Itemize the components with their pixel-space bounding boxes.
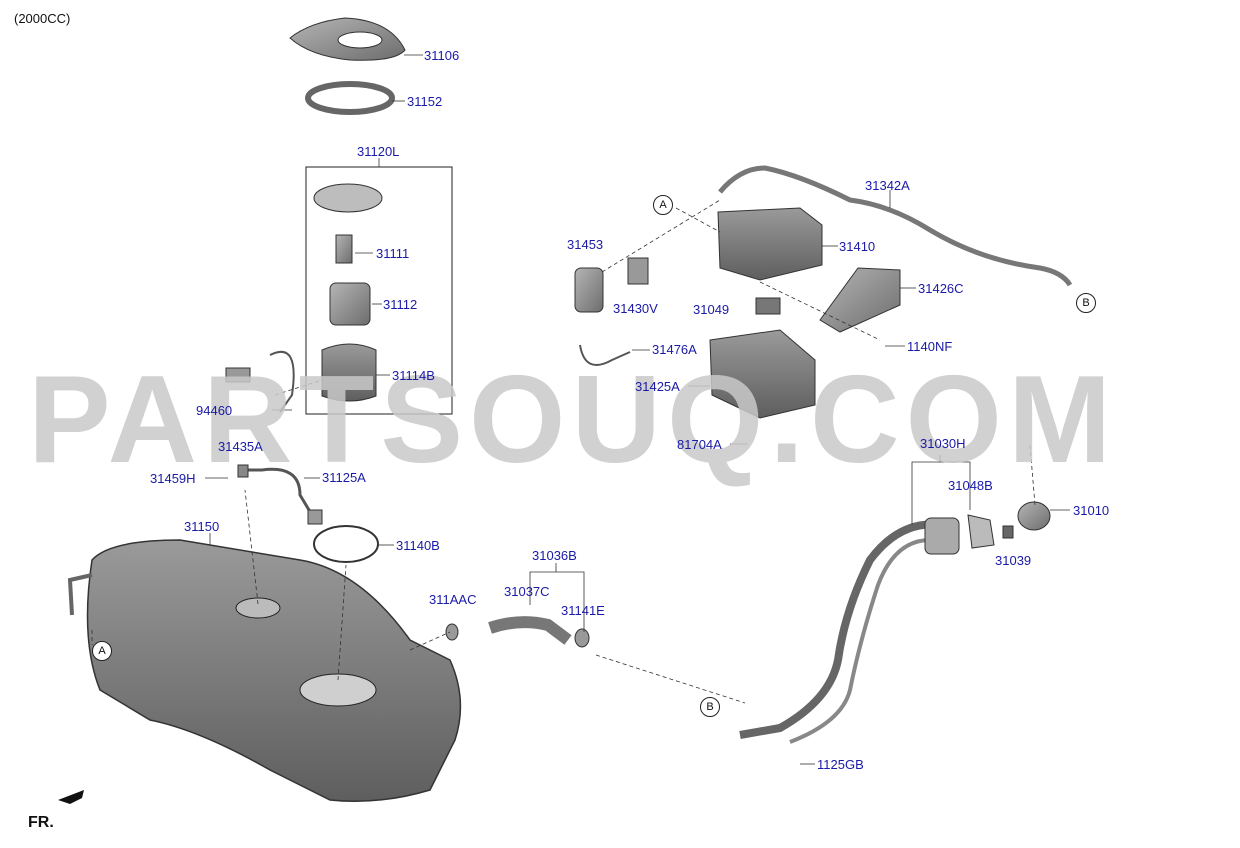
part-31049-label[interactable]: 31049 xyxy=(693,302,730,317)
part-31125a-label[interactable]: 31125A xyxy=(322,470,366,485)
part-31410-label[interactable]: 31410 xyxy=(839,239,876,254)
part-94460-label[interactable]: 94460 xyxy=(196,403,233,418)
cover-plate-shape xyxy=(289,17,406,61)
front-direction-label: FR. xyxy=(28,814,54,831)
pump-flange-shape xyxy=(313,183,383,213)
vent-hose-shape xyxy=(718,165,1073,287)
ref-marker-a-canister: A xyxy=(653,195,673,215)
ref-marker-a-tank: A xyxy=(92,641,112,661)
part-1140nf-label[interactable]: 1140NF xyxy=(907,339,953,354)
part-31426c-label[interactable]: 31426C xyxy=(918,281,964,296)
part-31106-label[interactable]: 31106 xyxy=(424,48,460,63)
part-31120l-label[interactable]: 31120L xyxy=(357,144,400,159)
filler-neck-shape xyxy=(739,520,941,739)
part-31010-label[interactable]: 31010 xyxy=(1073,503,1110,518)
part-311aac-label[interactable]: 311AAC xyxy=(429,592,477,607)
fuel-tank-shape xyxy=(86,539,462,802)
lock-ring-shape xyxy=(305,81,395,115)
filler-hose-shape xyxy=(488,616,572,645)
part-31141e-label[interactable]: 31141E xyxy=(561,603,605,618)
engine-label: (2000CC) xyxy=(14,11,71,26)
fuel-filter-shape xyxy=(335,234,353,264)
part-31342a-label[interactable]: 31342A xyxy=(865,178,910,193)
pump-motor-shape xyxy=(329,282,371,326)
part-31030h-label[interactable]: 31030H xyxy=(920,436,966,451)
part-31112-label[interactable]: 31112 xyxy=(383,297,418,312)
part-31114b-label[interactable]: 31114B xyxy=(392,368,435,383)
part-31459h-label[interactable]: 31459H xyxy=(150,471,196,486)
pump-reservoir-shape xyxy=(321,343,377,402)
front-arrow-icon xyxy=(58,790,84,804)
part-31430v-label[interactable]: 31430V xyxy=(613,301,658,316)
part-31140b-label[interactable]: 31140B xyxy=(396,538,440,553)
part-1125gb-label[interactable]: 1125GB xyxy=(817,757,864,772)
part-81704a-label[interactable]: 81704A xyxy=(677,437,722,452)
gasket-ring-shape xyxy=(313,525,379,563)
part-31039-label[interactable]: 31039 xyxy=(995,553,1032,568)
part-31435a-label[interactable]: 31435A xyxy=(218,439,263,454)
ref-marker-b-filler: B xyxy=(700,697,720,717)
part-31037c-label[interactable]: 31037C xyxy=(504,584,550,599)
part-31425a-label[interactable]: 31425A xyxy=(635,379,680,394)
part-31111-label[interactable]: 31111 xyxy=(376,246,410,261)
part-31150-label[interactable]: 31150 xyxy=(184,519,220,534)
canister-shape xyxy=(717,207,823,281)
canister-bracket-shape xyxy=(709,329,816,419)
fuel-cap-shape xyxy=(1017,501,1051,531)
part-31152-label[interactable]: 31152 xyxy=(407,94,443,109)
part-31476a-label[interactable]: 31476A xyxy=(652,342,697,357)
part-31036b-label[interactable]: 31036B xyxy=(532,548,577,563)
part-31048b-label[interactable]: 31048B xyxy=(948,478,993,493)
part-31453-label[interactable]: 31453 xyxy=(567,237,604,252)
ref-marker-b-vent: B xyxy=(1076,293,1096,313)
